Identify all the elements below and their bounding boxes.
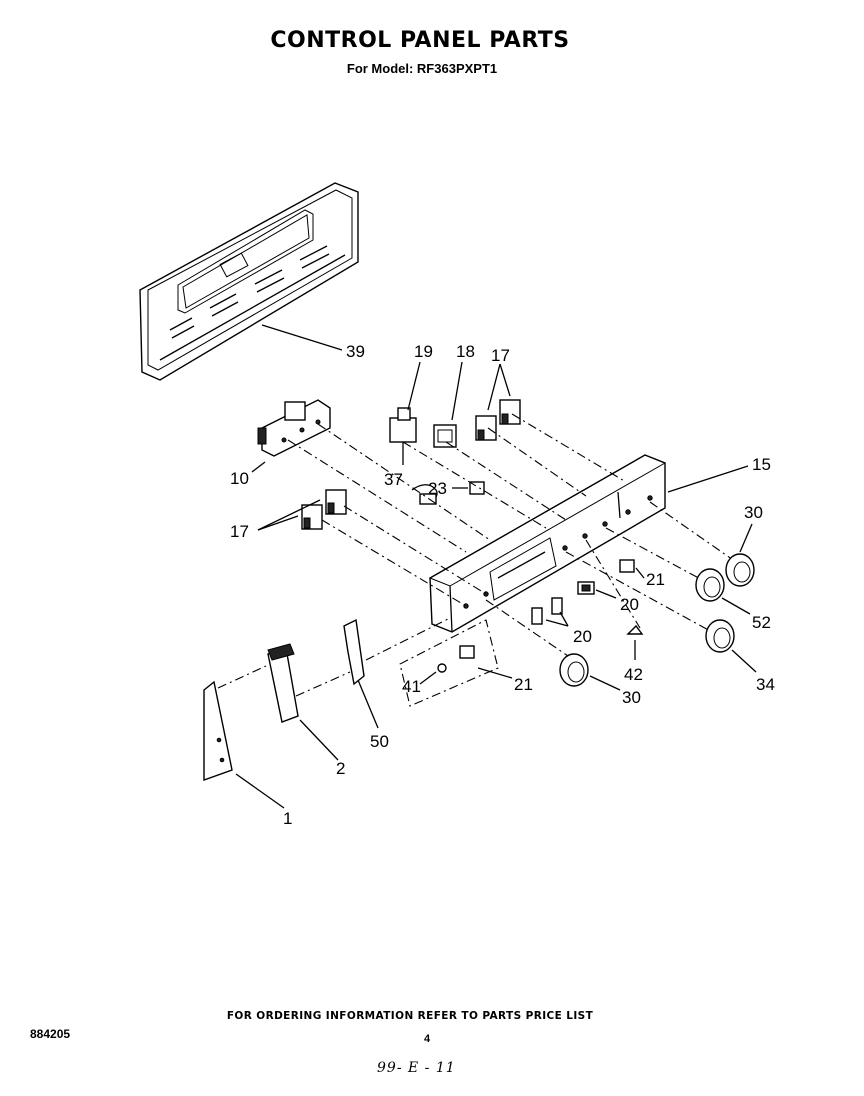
leader-20-lower-a xyxy=(545,619,569,627)
part-19-switch xyxy=(389,407,417,465)
leader-17-left-b xyxy=(257,499,321,531)
callout-50: 50 xyxy=(370,732,389,751)
part-21-upper xyxy=(619,559,635,573)
callout-15: 15 xyxy=(752,455,771,474)
callout-39: 39 xyxy=(346,342,365,361)
leader-10 xyxy=(251,461,266,473)
leader-20-upper xyxy=(595,589,617,599)
handwritten-mark: 99- E - 11 xyxy=(377,1060,456,1076)
leader-52 xyxy=(721,597,751,615)
leader-19 xyxy=(407,361,421,411)
part-1-side-trim xyxy=(203,680,233,781)
leader-18 xyxy=(451,361,463,421)
part-10-switch xyxy=(257,399,331,457)
part-30-knob-lower xyxy=(559,653,589,687)
part-20-upper xyxy=(577,581,595,595)
callout-37: 37 xyxy=(384,470,403,489)
assembly-lines xyxy=(217,413,737,697)
callout-1: 1 xyxy=(283,809,292,828)
callout-52: 52 xyxy=(752,613,771,632)
part-21-lower-assembly xyxy=(399,619,499,707)
model-subtitle: For Model: RF363PXPT1 xyxy=(346,61,498,76)
part-34-knob xyxy=(705,619,735,653)
part-17-valve-top xyxy=(475,399,521,441)
page-title: CONTROL PANEL PARTS xyxy=(270,28,570,53)
leader-17-top-b xyxy=(499,363,511,397)
part-37-wire-clip xyxy=(411,484,438,505)
part-18-switch xyxy=(433,424,457,448)
leader-20-lower-b xyxy=(559,611,569,627)
document-number: 884205 xyxy=(30,1027,71,1041)
callout-41: 41 xyxy=(402,677,421,696)
leader-50 xyxy=(357,679,379,729)
leader-2 xyxy=(299,719,339,761)
leader-41 xyxy=(419,671,437,685)
callout-21-upper: 21 xyxy=(646,570,665,589)
part-50-bracket xyxy=(343,618,365,686)
part-2-end-cap xyxy=(267,643,299,723)
callout-17-top: 17 xyxy=(491,346,510,365)
callout-30-lower: 30 xyxy=(622,688,641,707)
part-20-lower xyxy=(531,597,563,625)
part-52-knob xyxy=(695,568,725,602)
leader-17-top-a xyxy=(487,363,501,411)
part-15-control-panel xyxy=(428,454,667,633)
part-17-valve-left xyxy=(301,489,347,530)
callout-30-right: 30 xyxy=(744,503,763,522)
page-number: 4 xyxy=(424,1033,431,1045)
leader-39 xyxy=(261,324,343,351)
callout-42: 42 xyxy=(624,665,643,684)
callout-20-upper: 20 xyxy=(620,595,639,614)
callout-21-lower: 21 xyxy=(514,675,533,694)
leader-15 xyxy=(667,465,749,493)
callout-18: 18 xyxy=(456,342,475,361)
callout-19: 19 xyxy=(414,342,433,361)
leader-30-lower xyxy=(589,675,621,691)
part-30-knob-right xyxy=(725,553,755,587)
callout-17-left: 17 xyxy=(230,522,249,541)
leader-21-lower xyxy=(477,667,513,679)
callout-2: 2 xyxy=(336,759,345,778)
callout-23: 23 xyxy=(428,479,447,498)
leader-1 xyxy=(235,773,285,809)
leader-21-upper xyxy=(635,567,645,579)
ordering-note: FOR ORDERING INFORMATION REFER TO PARTS … xyxy=(226,1010,594,1022)
callout-10: 10 xyxy=(230,469,249,488)
leader-30-right xyxy=(739,523,753,553)
part-42-clip xyxy=(626,624,644,635)
leader-17-left-a xyxy=(257,515,299,531)
callout-20-lower: 20 xyxy=(573,627,592,646)
part-39-back-panel xyxy=(139,182,359,381)
leader-34 xyxy=(731,649,757,673)
callout-34: 34 xyxy=(756,675,775,694)
